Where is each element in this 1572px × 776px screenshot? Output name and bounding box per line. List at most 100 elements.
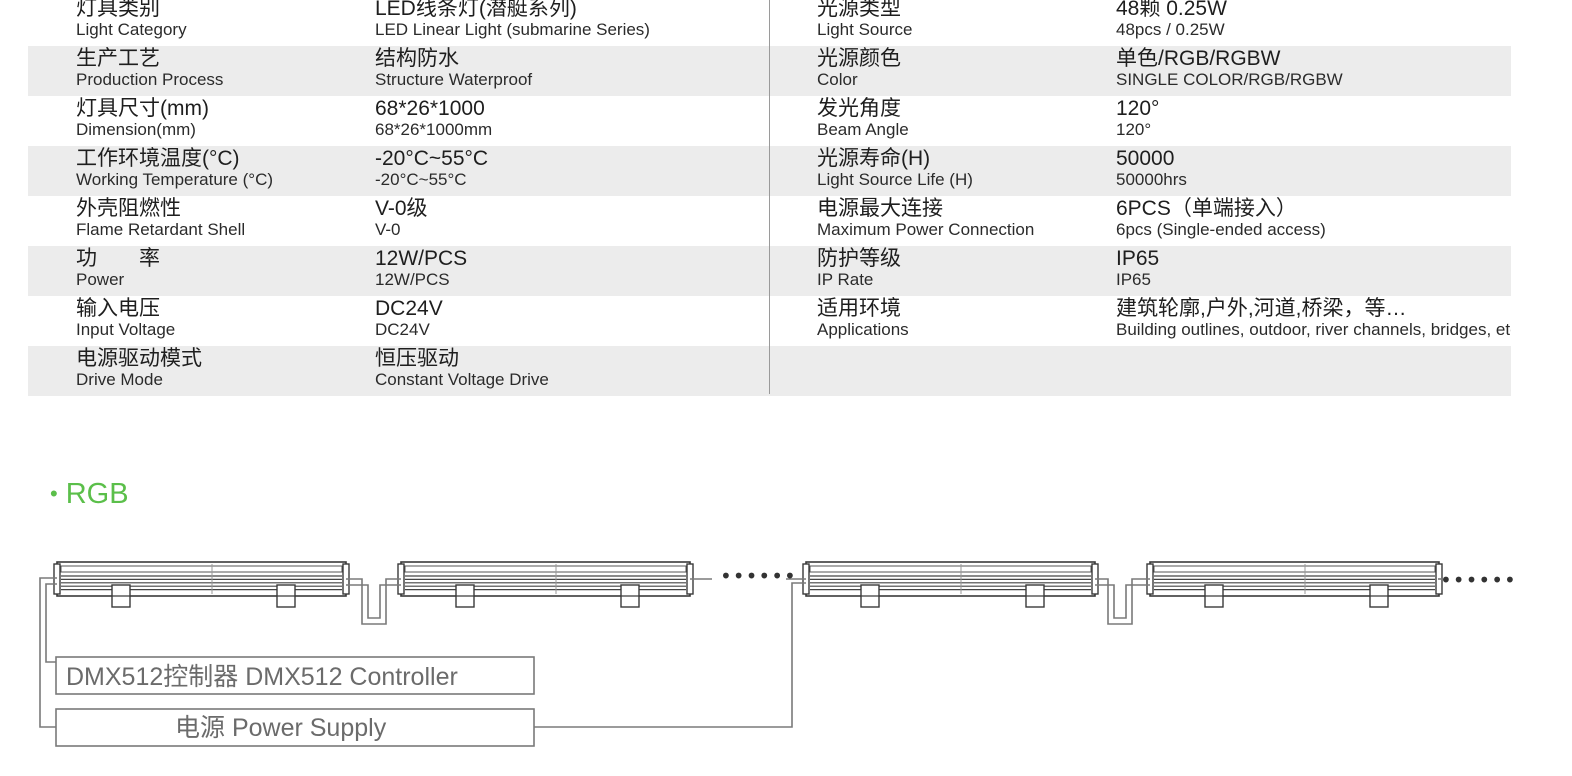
wire: [1095, 584, 1150, 619]
spec-left-label-en: Flame Retardant Shell: [76, 220, 246, 239]
spec-right-label-en: Maximum Power Connection: [817, 220, 1035, 239]
spec-left-value-zh: 恒压驱动: [375, 347, 459, 370]
wire-group: [39, 577, 1442, 728]
spec-right-value-zh: 50000: [1116, 147, 1175, 170]
spec-left-label-cell: 灯具尺寸(mm)Dimension(mm): [76, 96, 366, 146]
wire: [346, 584, 401, 619]
spec-right-label-en: Color: [817, 70, 858, 89]
spec-right-label-en: Beam Angle: [817, 120, 909, 139]
linear-lamp: [802, 561, 1099, 608]
wire: [1095, 578, 1150, 625]
spec-left-label-zh: 生产工艺: [76, 47, 160, 70]
spec-right-value-cell: 6PCS（单端接入）6pcs (Single-ended access): [1116, 196, 1511, 246]
spec-left-label-en: Input Voltage: [76, 320, 176, 339]
spec-left-value-en: 12W/PCS: [375, 270, 450, 289]
spec-right-value-cell: 建筑轮廓,户外,河道,桥梁，等…Building outlines, outdo…: [1116, 296, 1511, 346]
spec-left-label-en: Drive Mode: [76, 370, 163, 389]
spec-right-label-zh: 发光角度: [817, 97, 901, 120]
spec-right-value-en: 120°: [1116, 120, 1152, 139]
bullet-icon: •: [50, 481, 58, 506]
spec-left-label-zh: 外壳阻燃性: [76, 197, 181, 220]
spec-left-label-cell: 工作环境温度(°C)Working Temperature (°C): [76, 146, 366, 196]
spec-right-value-cell: 120°120°: [1116, 96, 1511, 146]
spec-left-value-en: Structure Waterproof: [375, 70, 533, 89]
spec-left-label-en: Working Temperature (°C): [76, 170, 274, 189]
spec-right-label-zh: 光源颜色: [817, 47, 901, 70]
spec-right-value-en: 50000hrs: [1116, 170, 1187, 189]
spec-left-value-en: V-0: [375, 220, 401, 239]
spec-right-value-en: 6pcs (Single-ended access): [1116, 220, 1326, 239]
spec-left-value-cell: -20°C~55°C-20°C~55°C: [375, 146, 765, 196]
spec-left-label-en: Production Process: [76, 70, 224, 89]
spec-left-label-zh: 工作环境温度(°C): [76, 147, 240, 170]
spec-left-value-zh: 12W/PCS: [375, 247, 468, 270]
spec-right-value-zh: 单色/RGB/RGBW: [1116, 47, 1281, 70]
power-supply-label: 电源 Power Supply: [175, 714, 387, 742]
spec-left-label-zh: 电源驱动模式: [76, 347, 202, 370]
lamp-endcap: [53, 563, 61, 595]
spec-left-label-zh: 功 率: [76, 247, 160, 270]
spec-left-value-en: -20°C~55°C: [375, 170, 467, 189]
spec-right-label-zh: 光源寿命(H): [817, 147, 931, 170]
spec-left-value-zh: 68*26*1000: [375, 97, 485, 120]
wire: [39, 577, 57, 728]
spec-right-label-zh: 适用环境: [817, 297, 901, 320]
spec-left-label-zh: 灯具类别: [76, 0, 160, 20]
controller-label: DMX512控制器 DMX512 Controller: [66, 663, 458, 691]
spec-left-value-en: 68*26*1000mm: [375, 120, 493, 139]
rgb-title: RGB: [65, 478, 129, 510]
spec-left-value-zh: LED线条灯(潜艇系列): [375, 0, 577, 20]
wire: [45, 583, 57, 663]
column-divider: [769, 0, 770, 394]
power-supply-box: [55, 708, 535, 747]
lamp-lens: [404, 565, 687, 573]
spec-right-value-zh: 建筑轮廓,户外,河道,桥梁，等…: [1116, 297, 1407, 320]
ellipsis-dots-1: ••••••: [720, 564, 797, 588]
spec-right-value-en: Building outlines, outdoor, river channe…: [1116, 320, 1511, 339]
spec-left-value-zh: -20°C~55°C: [375, 147, 489, 170]
spec-left-label-en: Light Category: [76, 20, 187, 39]
wire: [346, 578, 401, 625]
spec-left-value-zh: 结构防水: [375, 47, 459, 70]
linear-lamp: [1146, 561, 1443, 608]
spec-right-value-zh: 6PCS（单端接入）: [1116, 197, 1297, 220]
spec-right-value-en: IP65: [1116, 270, 1151, 289]
spec-left-value-zh: V-0级: [375, 197, 428, 220]
spec-left-label-zh: 输入电压: [76, 297, 160, 320]
spec-right-value-zh: 48颗 0.25W: [1116, 0, 1227, 20]
spec-right-value-zh: 120°: [1116, 97, 1160, 120]
spec-left-value-zh: DC24V: [375, 297, 443, 320]
spec-right-label-en: IP Rate: [817, 270, 874, 289]
spec-left-label-en: Power: [76, 270, 125, 289]
spec-left-value-en: LED Linear Light (submarine Series): [375, 20, 650, 39]
spec-right-label-zh: 电源最大连接: [817, 197, 943, 220]
linear-lamp: [397, 561, 694, 608]
spec-right-label-cell: 光源寿命(H)Light Source Life (H): [817, 146, 1107, 196]
linear-lamp: [53, 561, 350, 608]
lamp-lens: [1153, 565, 1436, 573]
spec-right-label-en: Applications: [817, 320, 909, 339]
